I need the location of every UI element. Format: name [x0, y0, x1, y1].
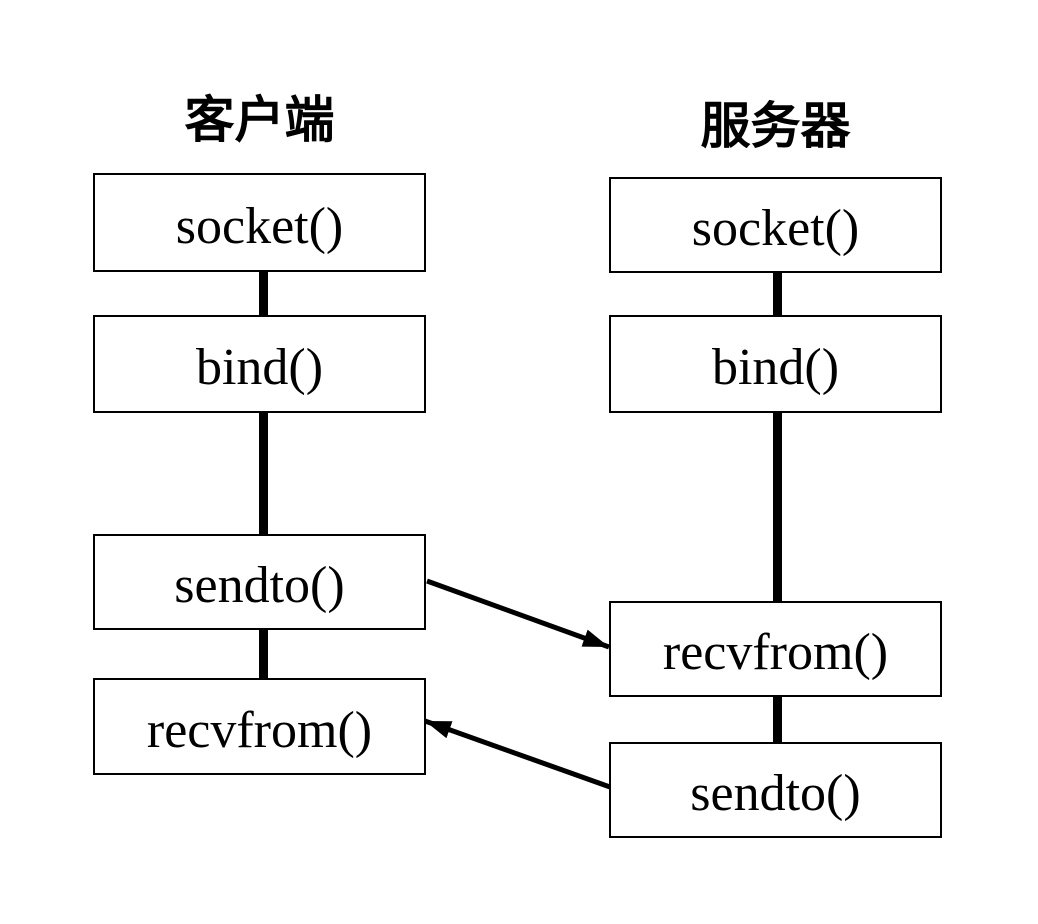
server-sendto-box: sendto()	[609, 742, 942, 838]
server-connector-recvfrom-sendto	[773, 695, 782, 744]
client-sendto-label: sendto()	[174, 557, 345, 614]
client-bind-label: bind()	[195, 339, 324, 396]
server-recvfrom-label: recvfrom()	[662, 624, 889, 681]
client-connector-socket-bind	[259, 270, 268, 317]
server-recvfrom-box: recvfrom()	[609, 601, 942, 697]
client-recvfrom-box: recvfrom()	[93, 678, 426, 775]
client-column-title: 客户端	[184, 92, 335, 148]
server-bind-box: bind()	[609, 315, 942, 413]
client-connector-sendto-recvfrom	[259, 628, 268, 680]
client-bind-box: bind()	[93, 315, 426, 413]
server-socket-label: socket()	[691, 200, 860, 257]
server-connector-socket-bind	[773, 271, 782, 317]
server-bind-label: bind()	[711, 339, 840, 396]
client-recvfrom-label: recvfrom()	[146, 701, 373, 759]
server-socket-box: socket()	[609, 177, 942, 273]
client-socket-label: socket()	[175, 197, 344, 255]
client-connector-bind-sendto	[259, 411, 268, 536]
server-sendto-label: sendto()	[690, 765, 861, 822]
server-connector-bind-recvfrom	[773, 411, 782, 603]
arrow-server-sendto-to-client-recvfrom	[424, 718, 611, 790]
arrow-client-sendto-to-server-recvfrom	[426, 578, 610, 650]
client-socket-box: socket()	[93, 173, 426, 272]
server-column-title: 服务器	[700, 98, 851, 154]
client-sendto-box: sendto()	[93, 534, 426, 630]
